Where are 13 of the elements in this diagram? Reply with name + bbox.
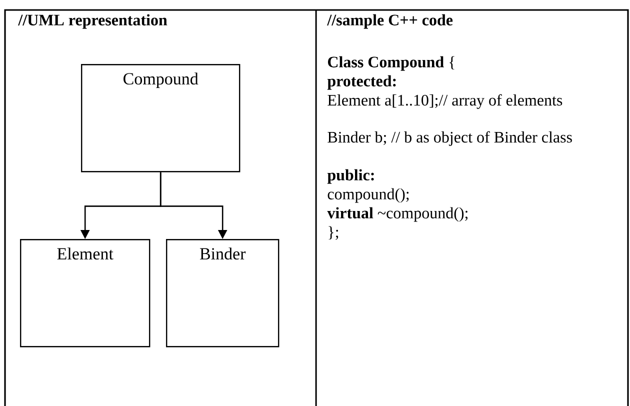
class-box: Compound	[81, 64, 240, 172]
code-line: Binder b; // b as object of Binder class	[328, 131, 572, 146]
column-heading: //sample C++ code	[327, 14, 453, 29]
code-line: virtual ~compound();	[327, 207, 468, 222]
code-line: compound();	[328, 188, 409, 203]
code-line: Class Compound {	[328, 56, 454, 71]
column-heading: //UML representation	[18, 14, 168, 29]
code-line: };	[328, 226, 338, 240]
code-line: Element a[1..10];// array of elements	[328, 94, 562, 109]
class-box: Element	[20, 239, 150, 348]
class-box: Binder	[166, 239, 280, 348]
code-line: public:	[327, 169, 374, 184]
code-line: protected:	[327, 75, 396, 90]
